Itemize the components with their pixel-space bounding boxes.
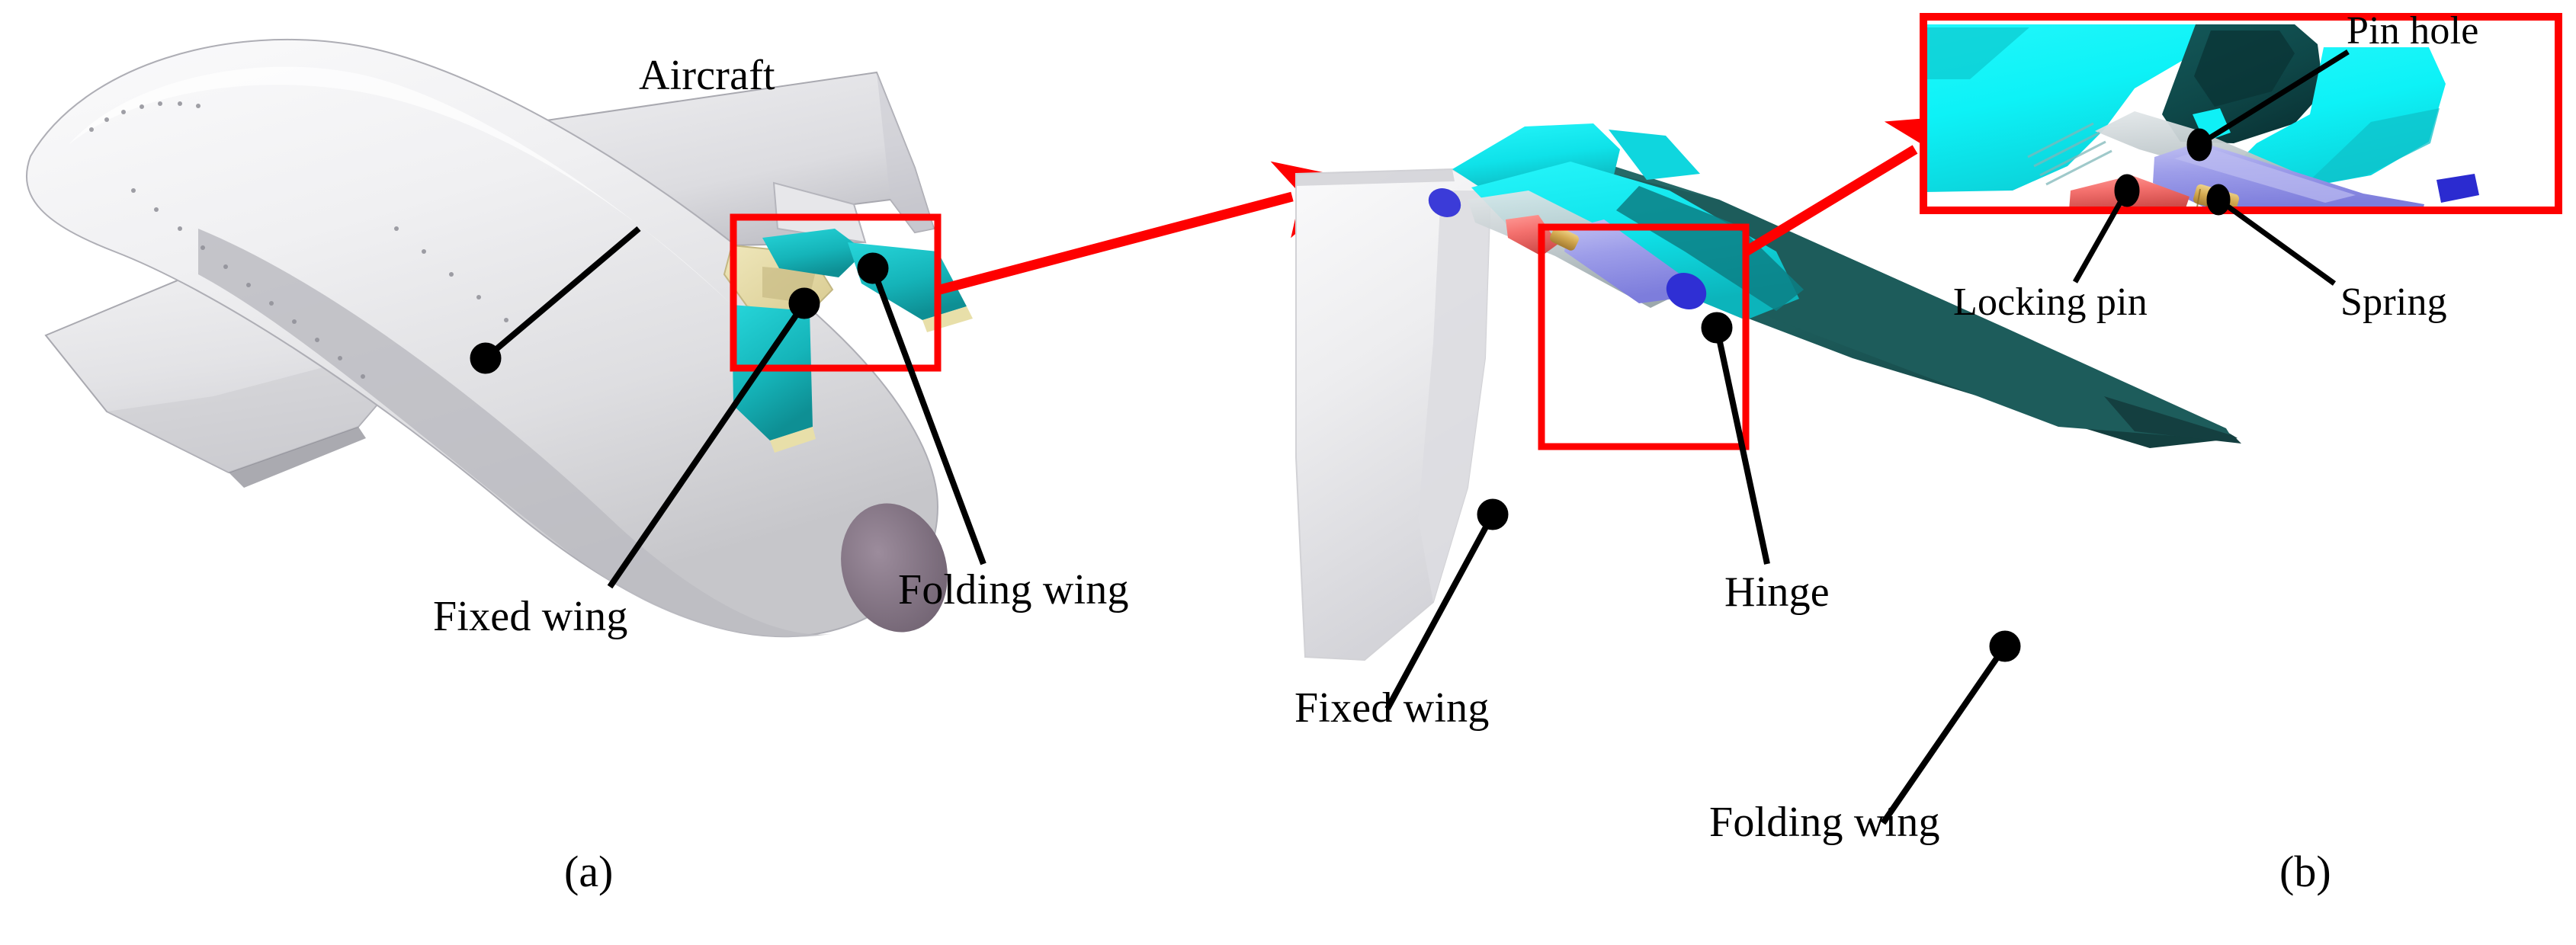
inset-shaft-blue-end	[2436, 174, 2479, 203]
inset-knurled-collar	[2027, 122, 2112, 186]
inset-shaft-highlight	[2174, 148, 2356, 203]
panel-b-fixed-wing-le	[1296, 169, 1455, 186]
label-locking-pin: Locking pin	[1953, 280, 2148, 324]
aircraft-tail-cap	[841, 503, 948, 633]
panel-a-folding-wing-lower	[732, 305, 813, 440]
panel-a-aircraft-render	[26, 38, 986, 638]
inset-cyan-left	[1923, 24, 2196, 192]
label-pin-hole: Pin hole	[2347, 9, 2479, 53]
label-spring: Spring	[2340, 280, 2447, 324]
panel-b-folding-wing-tip	[2104, 396, 2241, 444]
inset-cyan-right-shade	[2302, 108, 2440, 187]
inset-cyan-highlight	[1923, 27, 2029, 79]
panel-a-folding-wing-lower-edge	[770, 427, 816, 453]
label-panel-b-fixed-wing: Fixed wing	[1294, 684, 1490, 732]
inset-border	[1920, 13, 2562, 214]
aircraft-panel-seam-dots	[89, 101, 508, 379]
panel-b-housing-cyan-tab	[1609, 130, 1700, 180]
label-panel-a-folding-wing: Folding wing	[898, 566, 1129, 613]
caption-panel-b: (b)	[2279, 847, 2331, 896]
panel-b-housing-cyan-shadow	[1616, 186, 1804, 311]
panel-a-folding-wing-root	[762, 229, 865, 277]
zoom-callout-arrow	[938, 161, 1358, 295]
label-aircraft: Aircraft	[639, 52, 775, 99]
label-panel-a-fixed-wing: Fixed wing	[433, 593, 628, 640]
panel-b-leaders	[1384, 312, 2021, 825]
aircraft-upper-wing-notch	[772, 181, 867, 244]
aircraft-fuselage-shade	[198, 229, 831, 637]
panel-b-spring	[1550, 226, 1579, 251]
panel-b-pin-end-blue-left	[1428, 188, 1461, 217]
panel-b-detail-box	[1538, 223, 1750, 450]
caption-panel-a: (a)	[564, 847, 614, 896]
aircraft-lower-wing-edge	[229, 427, 366, 488]
inset-detail-view	[1920, 13, 2562, 286]
label-hinge: Hinge	[1724, 569, 1830, 616]
inset-teal-pocket-shade	[2194, 30, 2295, 107]
inset-callout-arrow	[1743, 114, 1973, 256]
panel-b-fixed-wing-shade	[1418, 191, 1490, 602]
panel-a-detail-box	[730, 213, 942, 372]
inset-leaders	[2072, 50, 2350, 286]
panel-b-housing-cyan-main	[1471, 162, 1799, 320]
aircraft-upper-wing-tip-shade	[877, 72, 934, 232]
panel-b-shaft	[1564, 219, 1680, 303]
panel-b-pin-end-blue-right	[1666, 273, 1707, 309]
panel-a-leaders	[470, 226, 986, 589]
label-panel-b-folding-wing: Folding wing	[1709, 799, 1940, 846]
